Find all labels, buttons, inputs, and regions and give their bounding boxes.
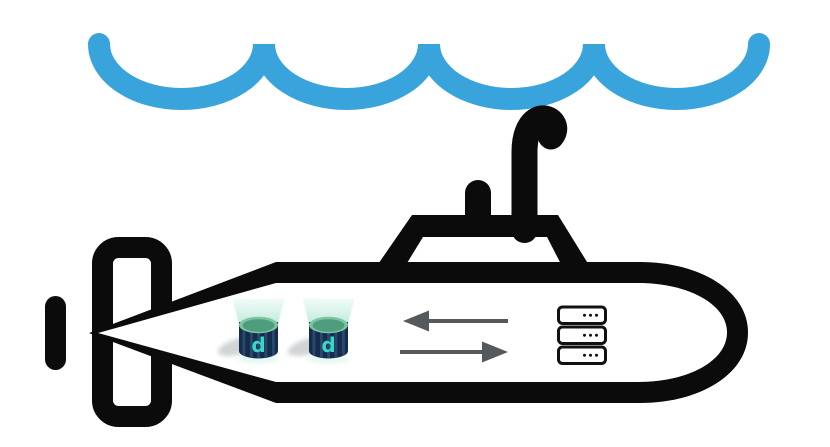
server-led-dot [589,313,592,317]
canister-logo-letter: d [251,333,265,357]
canister-lid [312,319,345,332]
server-stack-icon [557,305,607,365]
dolt-canister-icon: d [217,299,285,364]
server-led-dot [595,333,598,337]
canister-stripes [242,324,275,359]
canister-logo-letter: d [321,333,335,357]
propeller-icon [45,296,66,370]
canister-stripes [312,324,345,359]
submarine-icon [45,105,748,427]
canister-lid [242,319,275,332]
server-led-dot [595,313,598,317]
server-led-dot [589,353,592,357]
dolt-canister-icon: d [287,299,355,364]
periscope-icon [511,105,568,243]
ocean-waves-icon [88,33,770,110]
server-unit [557,345,607,365]
arrow-left-head [403,310,429,332]
server-led-dot [595,353,598,357]
server-led-dot [583,333,586,337]
arrow-right-head [482,341,508,363]
server-unit [557,305,607,325]
server-led-dot [583,353,586,357]
arrow-left-icon [403,310,508,332]
server-led-dot [583,313,586,317]
conning-tower-inner [404,237,563,268]
arrow-right-icon [400,341,508,363]
server-led-dot [589,333,592,337]
server-unit [557,325,607,345]
antenna-icon [465,180,491,228]
